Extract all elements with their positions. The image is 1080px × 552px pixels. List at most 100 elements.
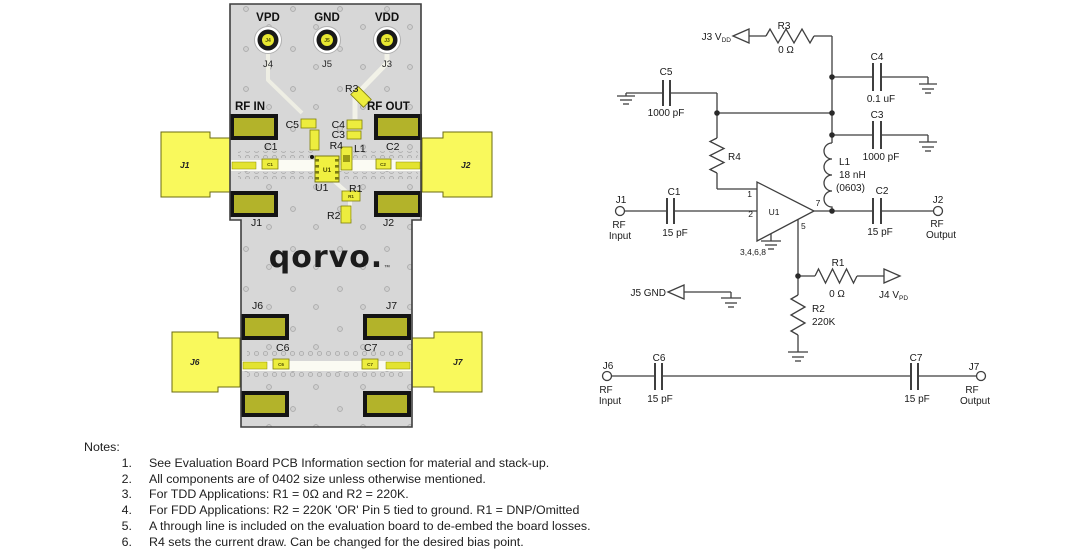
c3-ref: C3 [871, 110, 884, 121]
part-c5 [300, 118, 317, 129]
part-c6 [272, 358, 290, 370]
j7-line2: Output [960, 396, 990, 407]
c5-bypass: C5 1000 pF [617, 67, 832, 119]
silk-c5: C5 [286, 119, 300, 131]
part-c2-marking: C2 [380, 162, 386, 167]
j4-label: J4 VPD [879, 290, 908, 302]
r2-resistor [789, 294, 807, 336]
r4-bias: R4 [708, 113, 757, 190]
testpoint-gnd-label: GND [314, 12, 340, 24]
part-r3 [350, 86, 372, 108]
note-number: 3. [121, 487, 132, 502]
u1-ref: U1 [769, 207, 780, 217]
note-number: 1. [121, 455, 132, 470]
connector-j1 [160, 131, 232, 198]
testpoint-vpd-refdes: J4 [263, 59, 273, 70]
testpoint-vdd-refdes: J3 [382, 59, 392, 70]
part-c1-marking: C1 [267, 162, 273, 167]
rf-in-label: RF IN [235, 101, 265, 113]
r4-ref: R4 [728, 152, 741, 163]
j6-ref: J6 [603, 361, 614, 372]
c4-ref: C4 [871, 52, 884, 63]
note-text: All components are of 0402 size unless o… [149, 471, 486, 486]
u1-pin5: 5 [801, 221, 806, 231]
part-c7-marking: C7 [367, 362, 373, 367]
c4-value: 0.1 uF [867, 94, 895, 105]
r3-value: 0 Ω [778, 45, 794, 56]
u1-chip: U1 [310, 155, 340, 183]
connector-j6 [171, 331, 241, 393]
part-c2 [375, 158, 392, 170]
c4-bypass: C4 0.1 uF [832, 52, 937, 105]
j1-port [614, 205, 626, 217]
note-item: 4. For FDD Applications: R2 = 220K 'OR' P… [84, 503, 724, 519]
note-item: 3. For TDD Applications: R1 = 0Ω and R2 =… [84, 487, 724, 503]
note-number: 4. [121, 503, 132, 518]
u1-pin1: 1 [747, 189, 752, 199]
l1-coil [823, 142, 833, 211]
silk-j7: J7 [386, 300, 397, 312]
c3-bypass: C3 1000 pF [832, 110, 937, 163]
part-c4 [346, 119, 363, 130]
u1-triangle [756, 180, 816, 243]
note-number: 2. [121, 471, 132, 486]
part-c6-marking: C6 [278, 362, 284, 367]
c5-value: 1000 pF [648, 108, 685, 119]
testpoint-gnd: J5 GND J5 [313, 12, 341, 70]
notes-title: Notes: [84, 440, 120, 454]
schematic: J3 VDD R3 0 Ω C4 0.1 uF C3 1000 pF [599, 21, 990, 407]
j2-ref: J2 [933, 195, 944, 206]
vdd-trace [352, 52, 390, 119]
via-rows [238, 151, 418, 378]
c2-value: 15 pF [867, 227, 893, 238]
note-text: For FDD Applications: R2 = 220K 'OR' Pin… [149, 503, 580, 518]
u1-pin1-dot [310, 155, 314, 159]
pcb-board-outline [229, 3, 422, 428]
j3-label: J3 VDD [702, 32, 732, 44]
note-item: 6.R4 sets the current draw. Can be chang… [84, 535, 724, 551]
connector-j7 [411, 331, 483, 393]
note-text: See Evaluation Board PCB Information sec… [149, 455, 550, 470]
c7-value: 15 pF [904, 394, 930, 405]
l1-choke: L1 18 nH (0603) [823, 142, 866, 211]
l1-value: 18 nH [839, 170, 866, 181]
bias-network: R1 0 Ω J4 VPD R2 220K [788, 219, 908, 362]
silk-c7: C7 [364, 342, 378, 354]
silk-j6: J6 [252, 300, 263, 312]
qorvo-logo-tm: ™ [384, 264, 390, 271]
testpoint-vdd-marking: J3 [384, 38, 390, 44]
j7-line1: RF [965, 385, 978, 396]
j6-line2: Input [599, 396, 621, 407]
connector-j1-label: J1 [180, 160, 190, 170]
note-item: 2. All components are of 0402 size unless… [84, 472, 724, 488]
u1-chip-marking: U1 [323, 167, 332, 174]
j6-port [601, 370, 613, 382]
u1-pin7: 7 [816, 198, 821, 208]
part-r1 [341, 190, 361, 202]
rf-ground-pads [230, 114, 422, 417]
silk-r3: R3 [345, 83, 359, 95]
r2-value: 220K [812, 317, 836, 328]
r2-ref: R2 [812, 304, 825, 315]
c6-value: 15 pF [647, 394, 673, 405]
note-text: For TDD Applications: R1 = 0Ω and R2 = 2… [149, 487, 409, 502]
rf-input-branch: J1 RF Input C1 15 pF [609, 187, 757, 242]
qorvo-logo: qorvo. [269, 240, 383, 275]
silkscreen-labels: RF IN RF OUT R3 C5 C4 C3 R4 L1 C1 C2 U1 … [235, 83, 410, 354]
testpoint-gnd-marking: J5 [324, 38, 330, 44]
u1-gnd-pins: 3,4,6,8 [740, 247, 766, 257]
l1-package: (0603) [836, 183, 865, 194]
j3-terminal-arrow [731, 28, 750, 44]
j1-line1: RF [612, 220, 625, 231]
silk-c4: C4 [332, 119, 346, 131]
r1-ref: R1 [832, 258, 845, 269]
silk-r2: R2 [327, 210, 341, 222]
part-r1-marking: R1 [348, 194, 354, 199]
testpoint-gnd-refdes: J5 [322, 59, 332, 70]
silk-r1: R1 [349, 183, 363, 195]
testpoint-vpd: J4 VPD J4 [254, 12, 282, 70]
j1-line2: Input [609, 231, 631, 242]
j1-ref: J1 [616, 195, 627, 206]
sma-connectors: J1 J2 J6 J7 [160, 131, 493, 393]
